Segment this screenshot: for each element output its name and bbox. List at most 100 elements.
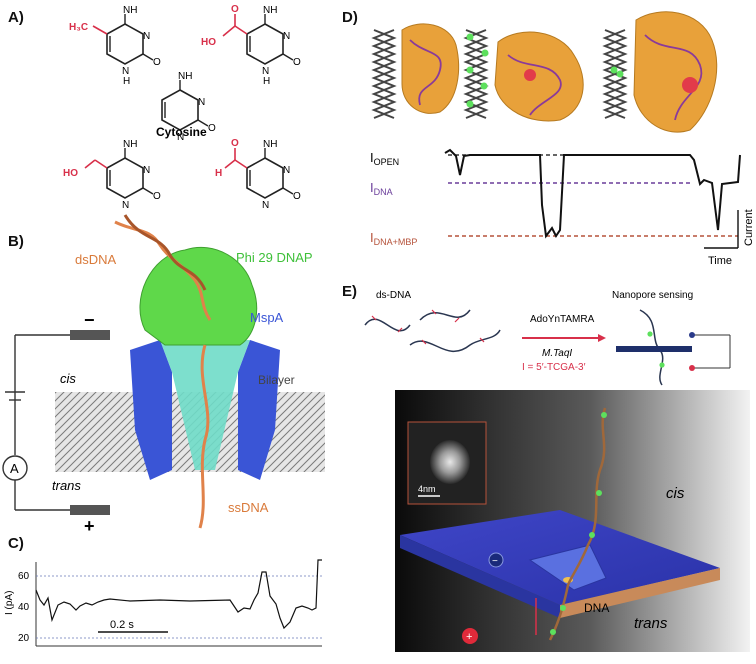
ring-n-label: N — [198, 97, 205, 108]
ring-nh-label: N — [262, 200, 269, 211]
label-dot — [596, 490, 602, 496]
membrane-slab-side — [560, 568, 720, 618]
amine-label: NH — [263, 5, 277, 16]
ring-n-label: N — [283, 165, 290, 176]
tem-scale-label: 4nm — [418, 484, 436, 494]
polymerase-label: Phi 29 DNAP — [236, 250, 313, 265]
dsdna-scheme-label: ds-DNA — [376, 290, 411, 301]
c-ylabel: I (pA) — [4, 591, 15, 615]
tag-dot — [647, 331, 653, 337]
panel-d-label: D) — [342, 9, 358, 26]
c-tick-20: 20 — [18, 633, 30, 644]
amine-label: NH — [178, 71, 192, 82]
electrode-dot — [689, 332, 695, 338]
ammeter-label: A — [10, 461, 19, 476]
motif-label: I = 5′-TCGA-3′ — [522, 362, 586, 373]
panel-b: B) A − + dsDNA Phi 29 DNAP — [2, 214, 325, 536]
cytosine-caption: Cytosine — [156, 125, 207, 139]
plus-sign: + — [84, 516, 95, 536]
ring-nh-label: N — [262, 66, 269, 77]
label-dot — [560, 605, 566, 611]
c-tick-60: 60 — [18, 571, 30, 582]
bilayer-label: Bilayer — [258, 373, 295, 387]
hydroxymethyl-label: HO — [63, 168, 78, 179]
dna-label: DNA — [584, 601, 609, 615]
tem-inset — [407, 421, 487, 505]
carbonyl-label: O — [293, 191, 301, 202]
carbonyl-label: O — [153, 191, 161, 202]
carboxyl-o-label: O — [231, 4, 239, 15]
enzyme-label: M.TaqI — [542, 348, 572, 359]
amine-label: NH — [123, 139, 137, 150]
panel-a: A) NH H₃C N N H O O HO NH N N — [8, 4, 301, 211]
level-lines — [448, 154, 738, 237]
site-ticks — [371, 309, 485, 345]
pore-tem-image — [430, 440, 470, 484]
panel-c: C) I (pA) 60 40 20 0.2 s — [4, 535, 322, 647]
dna-helix-1 — [371, 29, 397, 119]
mspa-label: MspA — [250, 310, 284, 325]
protein-backbone — [409, 34, 703, 121]
label-dot — [589, 532, 595, 538]
ring-nh-label: N — [177, 132, 184, 143]
methyl-marks — [466, 33, 624, 108]
minus-sign: − — [84, 310, 95, 330]
tag-dot — [659, 362, 665, 368]
carbonyl-label: O — [293, 57, 301, 68]
panel-e: E) ds-DNA AdoYnTAMRA M.TaqI I = 5′-TCGA-… — [342, 283, 750, 652]
dsdna-helix — [114, 214, 212, 321]
level-dna-label: IDNA — [370, 180, 393, 197]
carbonyl-label: O — [208, 123, 216, 134]
molecule-cytosine: NH N N O Cytosine — [156, 71, 216, 143]
minus-electrode-label: − — [492, 556, 498, 567]
ring-nh-label: N — [122, 66, 129, 77]
ring-nh-label: N — [122, 200, 129, 211]
ring-h-label: H — [263, 76, 270, 87]
methyl-label: H₃C — [69, 22, 88, 33]
dsdna-label: dsDNA — [75, 252, 117, 267]
molecule-carboxylcytosine: O HO NH N N H O — [201, 4, 301, 87]
plus-electrode-icon — [462, 628, 478, 644]
minus-electrode-icon — [488, 552, 504, 568]
panel-e-label: E) — [342, 283, 357, 300]
arrow-head-icon — [598, 334, 606, 342]
electrode-dot — [689, 365, 695, 371]
ring-n-label: N — [143, 31, 150, 42]
panel-d: D) — [342, 9, 755, 267]
ammeter-icon — [2, 455, 28, 481]
protein-complex-3 — [633, 11, 718, 133]
level-open-label: IOPEN — [370, 150, 399, 167]
c-scalebar-label: 0.2 s — [110, 619, 134, 631]
protein-complex-1 — [401, 23, 460, 114]
phi29-polymerase — [139, 246, 258, 346]
formyl-o-label: O — [231, 138, 239, 149]
sensing-membrane — [616, 346, 692, 352]
ring-n-label: N — [143, 165, 150, 176]
panel-c-label: C) — [8, 535, 24, 552]
carboxyl-ho-label: HO — [201, 37, 216, 48]
label-dot — [601, 412, 607, 418]
protein-complex-2 — [494, 31, 584, 122]
trans-label: trans — [52, 478, 81, 493]
pore-vestibule — [160, 340, 250, 470]
dna-helix-3 — [602, 29, 628, 119]
cis-label: cis — [666, 485, 685, 502]
molecule-methylcytosine: NH H₃C N N H O — [69, 5, 161, 87]
molecule-hydroxymethylcytosine: HO NH N N O — [63, 139, 161, 211]
ring-h-label: H — [123, 76, 130, 87]
mspa-pore — [130, 340, 280, 480]
panel-a-label: A) — [8, 9, 24, 26]
sensing-label: Nanopore sensing — [612, 290, 693, 301]
cis-label: cis — [60, 371, 76, 386]
translocating-dna — [548, 407, 607, 641]
time-label: Time — [708, 255, 732, 267]
electrode-bottom — [70, 505, 110, 515]
panel-b-label: B) — [8, 233, 24, 250]
ssdna-label: ssDNA — [228, 500, 269, 515]
plus-electrode-label: + — [466, 631, 472, 643]
dsdna-squiggle — [364, 309, 501, 352]
nanopore-funnel — [528, 544, 607, 591]
event-trace — [444, 148, 741, 239]
formyl-h-label: H — [215, 168, 222, 179]
